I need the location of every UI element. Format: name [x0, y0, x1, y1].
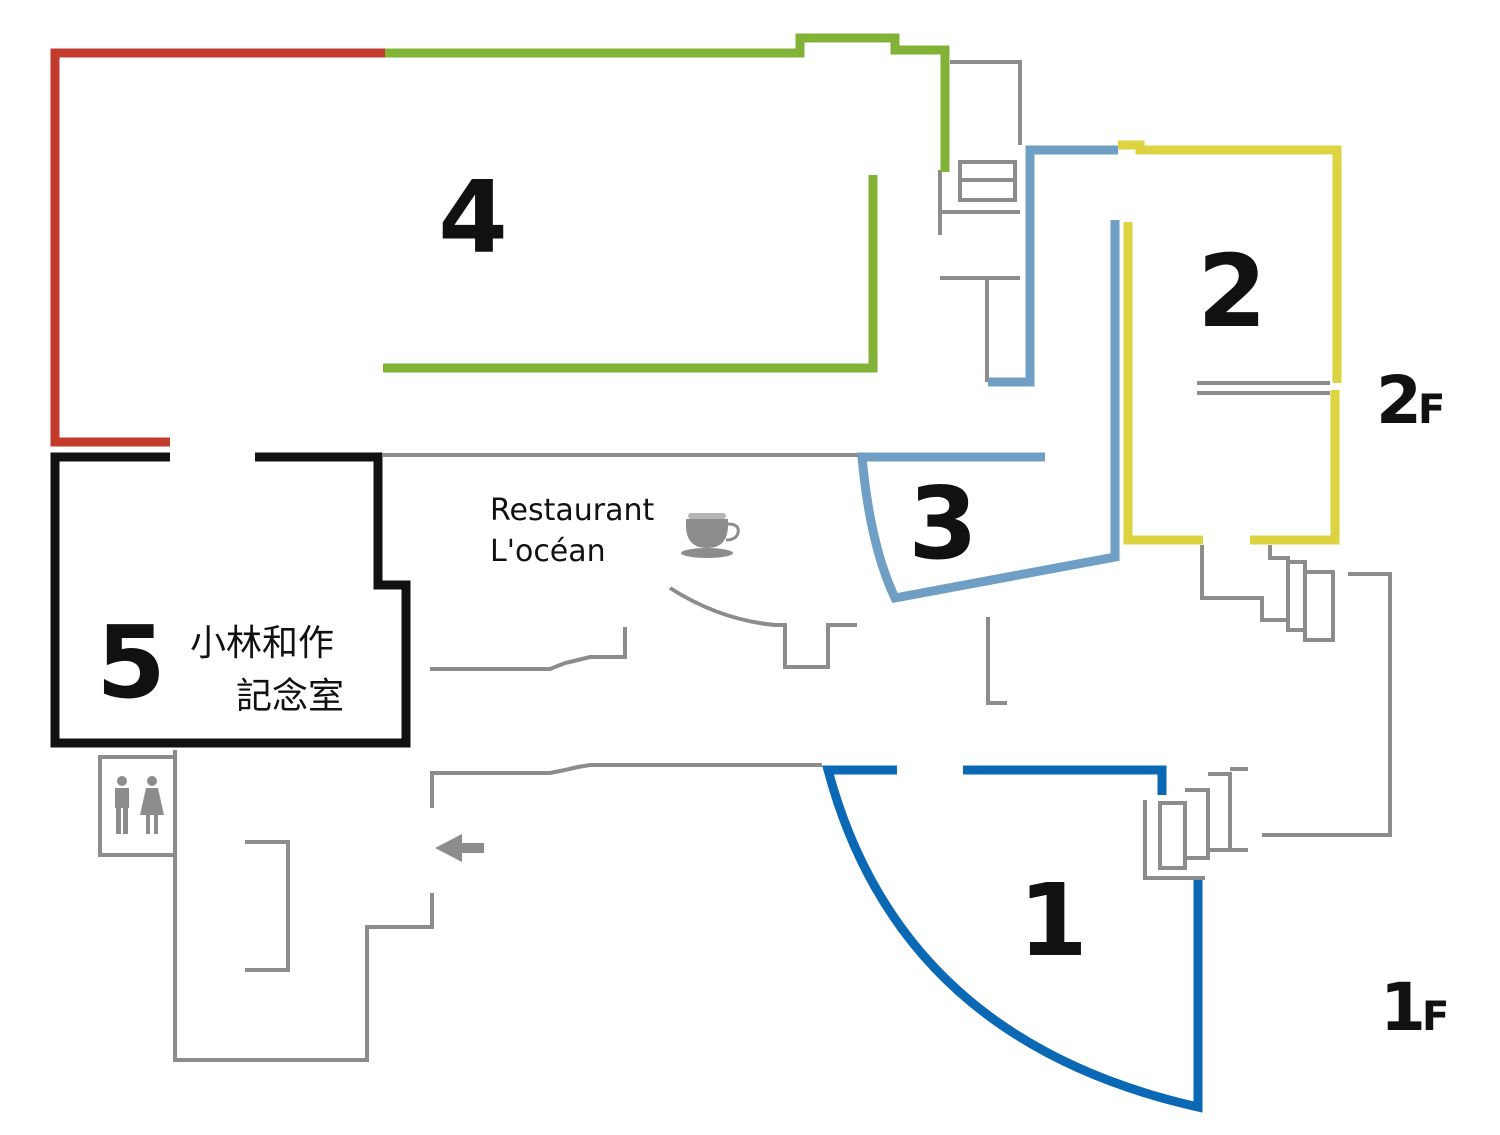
floor-label-1f-suffix: F: [1422, 994, 1449, 1040]
room-number-2: 2: [1197, 233, 1267, 350]
floor-label-2f-suffix: F: [1418, 387, 1445, 433]
room-number-1: 1: [1018, 862, 1088, 979]
room-5-outline: [50, 452, 411, 748]
room-1-outline: [822, 765, 1203, 1113]
left-arrow-icon: [435, 834, 484, 862]
restaurant-name-line-2: L'océan: [490, 534, 606, 569]
room-number-4: 4: [438, 159, 508, 276]
floor-label-1f: 1 F: [1380, 969, 1449, 1046]
coffee-cup-icon: [681, 513, 740, 558]
memorial-room-name-line-1: 小林和作: [190, 623, 334, 664]
floor-label-2f: 2 F: [1376, 362, 1445, 439]
floor-label-1f-number: 1: [1380, 969, 1426, 1046]
room-4-outline: [50, 33, 950, 447]
room-3-outline: [857, 145, 1120, 604]
memorial-room-name-line-2: 記念室: [236, 676, 344, 717]
building-walls: [98, 60, 1392, 1062]
floor-label-2f-number: 2: [1376, 362, 1422, 439]
room-number-3: 3: [908, 465, 978, 582]
room-number-5: 5: [96, 604, 166, 721]
restroom-icon: [115, 776, 164, 834]
room-2-outline: [1118, 140, 1342, 545]
restaurant-name-line-1: Restaurant: [490, 493, 654, 528]
